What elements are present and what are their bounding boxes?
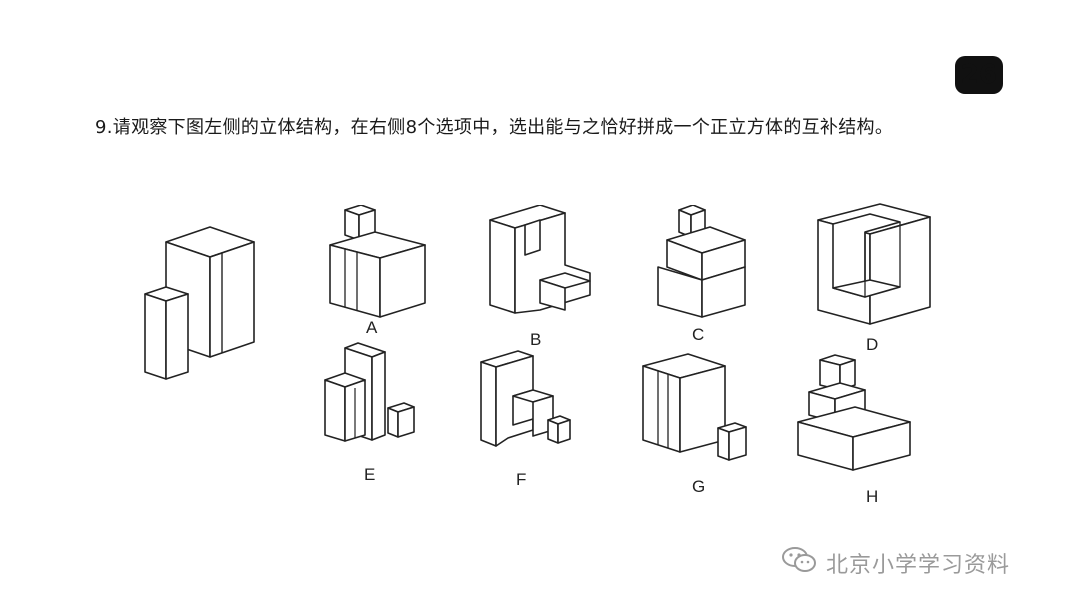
option-h-label: H bbox=[866, 487, 879, 506]
option-c-figure[interactable] bbox=[655, 205, 750, 320]
option-d-figure[interactable] bbox=[815, 202, 933, 330]
watermark-text: 北京小学学习资料 bbox=[826, 553, 1011, 578]
wechat-icon bbox=[780, 545, 818, 581]
option-e-figure[interactable] bbox=[320, 340, 420, 445]
option-g-label: G bbox=[692, 477, 706, 496]
page-number-badge: 26 bbox=[955, 56, 1003, 94]
option-f-figure[interactable] bbox=[478, 350, 573, 450]
main-structure-figure bbox=[140, 222, 260, 384]
option-g-figure[interactable] bbox=[640, 352, 752, 464]
option-f-label: F bbox=[516, 470, 527, 489]
option-e-label: E bbox=[364, 465, 376, 484]
option-b-label: B bbox=[530, 330, 542, 349]
option-b-figure[interactable] bbox=[485, 205, 595, 317]
option-h-figure[interactable] bbox=[795, 352, 913, 474]
question-text: 9.请观察下图左侧的立体结构，在右侧8个选项中，选出能与之恰好拼成一个正立方体的… bbox=[95, 117, 894, 138]
option-c-label: C bbox=[692, 325, 705, 344]
option-a-figure[interactable] bbox=[325, 205, 430, 320]
option-d-label: D bbox=[866, 335, 879, 354]
option-a-label: A bbox=[366, 318, 378, 337]
watermark: 北京小学学习资料 bbox=[780, 545, 1010, 581]
